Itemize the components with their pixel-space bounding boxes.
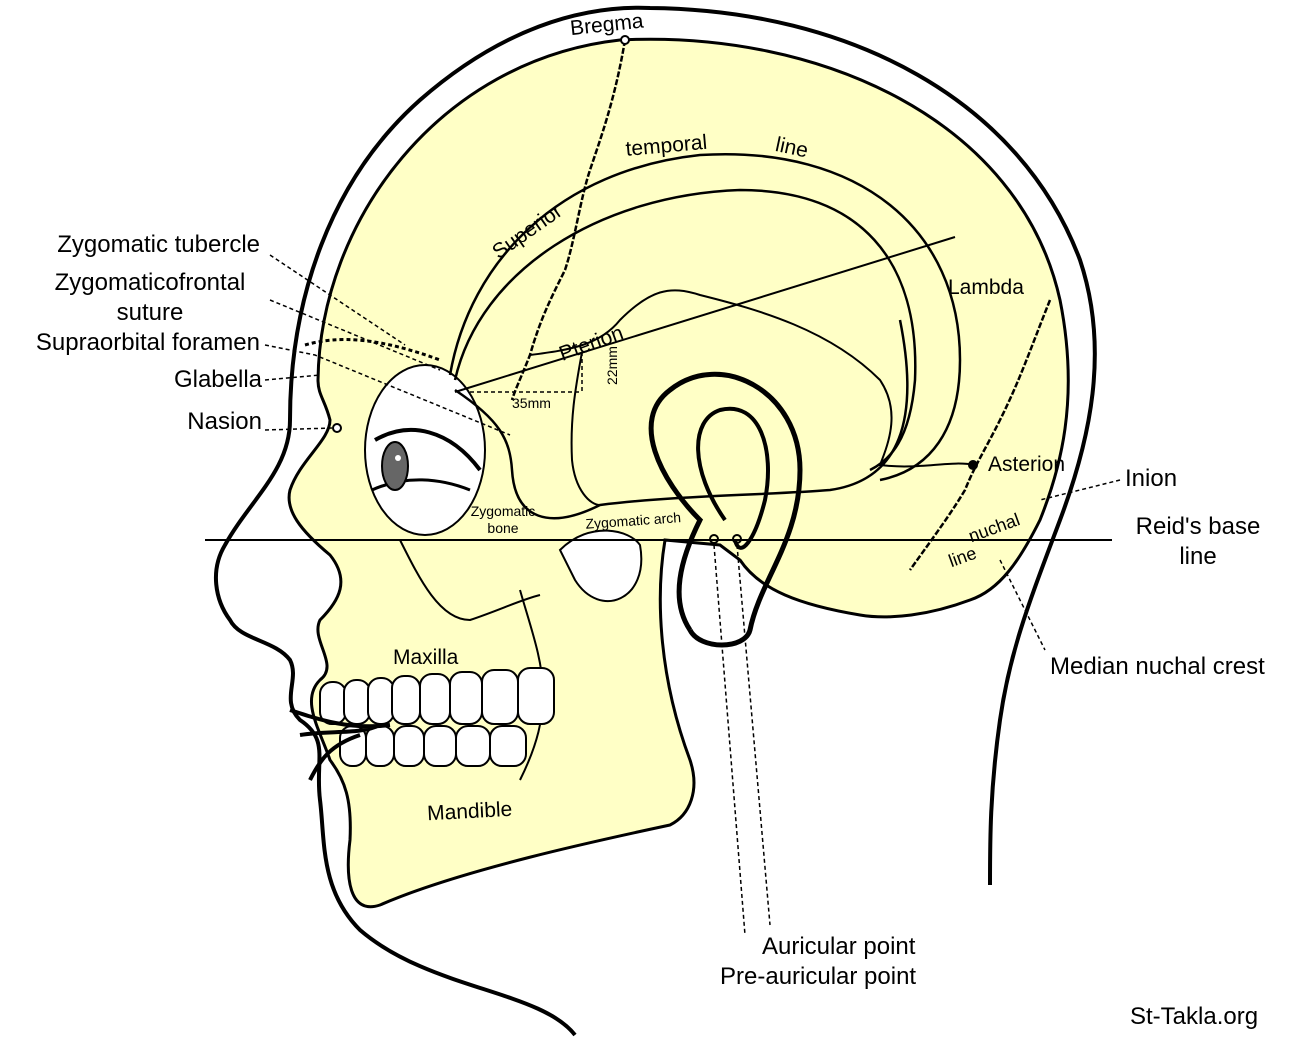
- label-22mm: 22mm: [604, 346, 620, 385]
- orbit: [364, 364, 486, 536]
- head-outline: [213, 5, 1097, 1037]
- ear-outer: [648, 371, 803, 648]
- label-zygomatic-arch: Zygomatic arch: [585, 509, 682, 532]
- label-reids-line: line: [1179, 543, 1216, 570]
- label-mandible: Mandible: [427, 798, 513, 825]
- leader-lines: [264, 254, 1121, 936]
- superior-temporal-line: [448, 152, 962, 482]
- label-zygomatic-tubercle: Zygomatic tubercle: [57, 231, 260, 258]
- label-maxilla: Maxilla: [393, 646, 459, 669]
- label-35mm: 35mm: [512, 395, 551, 411]
- eye-highlight: [395, 455, 401, 461]
- bregma-point: [620, 35, 630, 45]
- label-median-nuchal-crest: Median nuchal crest: [1050, 653, 1265, 680]
- label-suture: suture: [117, 299, 184, 326]
- label-reids-base: Reid's base: [1136, 513, 1261, 540]
- coronal-suture: [510, 39, 627, 401]
- watermark: St-Takla.org: [1130, 1003, 1258, 1030]
- label-bone: bone: [487, 520, 518, 536]
- sphenoid-suture: [570, 351, 601, 506]
- lambdoid-suture: [908, 299, 1052, 571]
- asterion-point: [968, 460, 978, 470]
- pterion-line: [454, 236, 956, 393]
- ear-inner: [696, 406, 770, 550]
- label-zygomaticofrontal: Zygomaticofrontal: [55, 269, 246, 296]
- label-nasion: Nasion: [187, 408, 262, 435]
- inferior-temporal-line: [453, 188, 917, 472]
- eyebrow: [304, 338, 441, 362]
- eyelid-lower: [371, 478, 471, 492]
- label-pre-auricular-point: Pre-auricular point: [720, 963, 916, 990]
- label-auricular-point: Auricular point: [762, 933, 916, 960]
- label-supraorbital-foramen: Supraorbital foramen: [36, 329, 260, 356]
- lips: [289, 708, 391, 781]
- label-asterion: Asterion: [988, 453, 1065, 476]
- label-lambda: Lambda: [948, 276, 1024, 299]
- label-glabella: Glabella: [174, 366, 263, 393]
- label-inion: Inion: [1125, 465, 1177, 492]
- eyelid-upper: [374, 428, 482, 472]
- nasion-point: [332, 423, 342, 433]
- mandible-notch: [558, 529, 643, 602]
- iris: [381, 441, 409, 491]
- maxilla-outline: [399, 539, 541, 622]
- teeth: [319, 667, 555, 767]
- label-zygomatic: Zygomatic: [471, 503, 536, 519]
